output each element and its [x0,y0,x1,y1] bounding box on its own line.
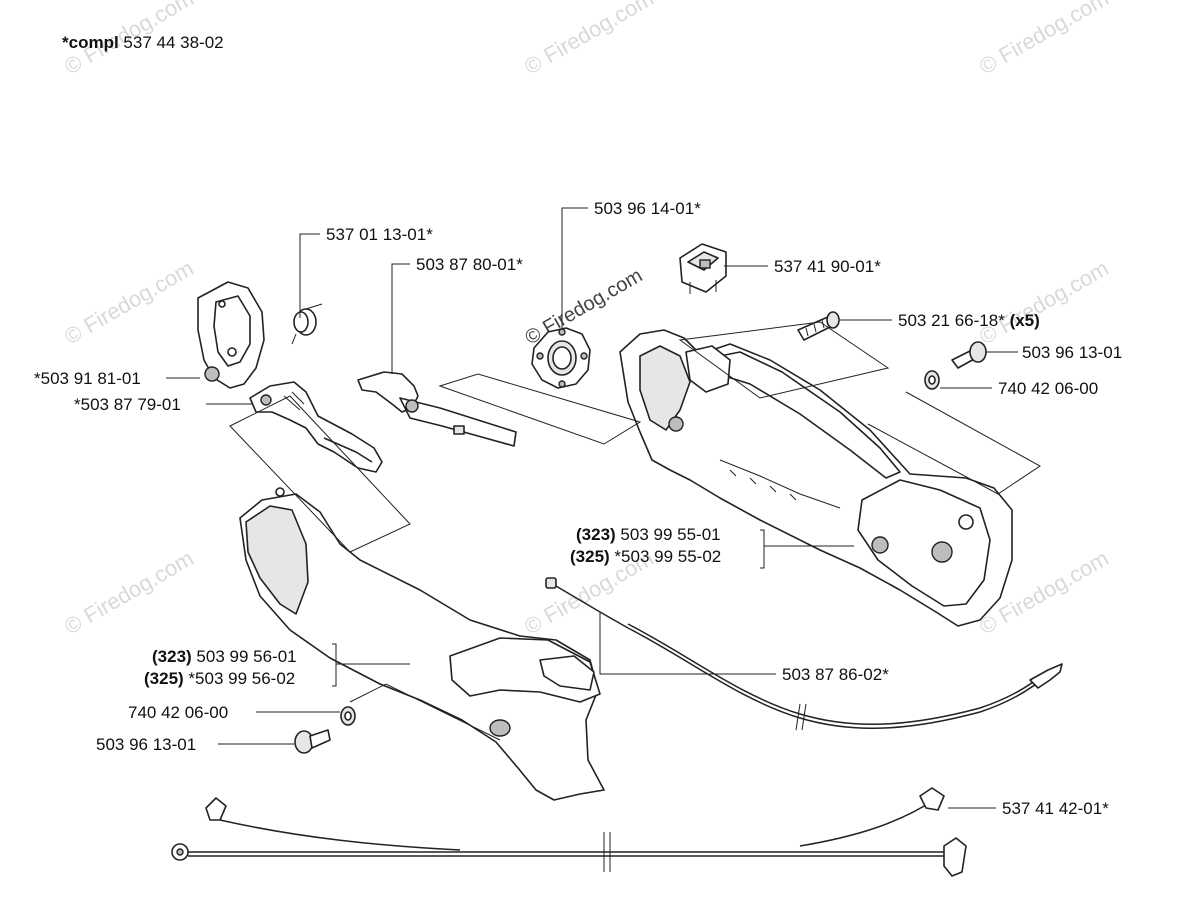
label-screw-left: 503 96 13-01 [96,735,196,754]
compl-prefix: *compl [62,33,119,52]
watermark-3: © Firedog.com [975,0,1113,79]
watermark-6: © Firedog.com [60,545,198,639]
housing-left-number-323: 503 99 56-01 [196,647,296,666]
housing-screw-number: 503 21 66-18* [898,311,1005,330]
label-screw-right: 503 96 13-01 [1022,343,1122,362]
label-clamp-bracket: *503 91 81-01 [34,369,141,388]
clamp-bracket [197,281,265,389]
label-housing-left-325: (325) *503 99 56-02 [144,669,295,688]
label-housing-right-323: (323) 503 99 55-01 [576,525,721,544]
ignition-wire [171,787,967,877]
label-housing-left-323: (323) 503 99 56-01 [152,647,297,666]
part-labels: 537 01 13-01* 503 87 80-01* 503 96 14-01… [34,199,1122,818]
assembly-outlines [229,321,1041,741]
label-housing-right-325: (325) *503 99 55-02 [570,547,721,566]
label-washer-right: 740 42 06-00 [998,379,1098,398]
label-ignition-wire: 537 41 42-01* [1002,799,1109,818]
housing-right-number-323: 503 99 55-01 [620,525,720,544]
label-washer-left: 740 42 06-00 [128,703,228,722]
label-stop-switch: 537 41 90-01* [774,257,881,276]
housing-screw-qty: (x5) [1010,311,1040,330]
compl-header: *compl 537 44 38-02 [62,33,224,52]
handle-housing-left [239,487,605,801]
screw-right [951,341,987,369]
stop-switch [679,243,727,294]
housing-right-number-325: *503 99 55-02 [614,547,721,566]
handle-housing-right [619,329,1013,627]
washer-right [924,370,940,390]
label-throttle-lock: 503 87 80-01* [416,255,523,274]
housing-left-number-325: *503 99 56-02 [188,669,295,688]
spring [291,303,323,345]
label-throttle-cable: 503 87 86-02* [782,665,889,684]
leader-lines [166,207,1018,809]
throttle-lever [249,381,383,473]
screw-left [294,729,331,754]
throttle-lock [357,371,517,447]
label-spring: 537 01 13-01* [326,225,433,244]
housing-right-variant-325: (325) [570,547,610,566]
label-throttle-lever: *503 87 79-01 [74,395,181,414]
housing-right-variant-323: (323) [576,525,616,544]
label-cable-ring: 503 96 14-01* [594,199,701,218]
compl-number: 537 44 38-02 [123,33,223,52]
housing-left-variant-325: (325) [144,669,184,688]
washer-left [340,706,356,726]
housing-screw [797,311,840,341]
housing-left-variant-323: (323) [152,647,192,666]
watermark-2: © Firedog.com [520,0,658,79]
label-housing-screw: 503 21 66-18* (x5) [898,311,1040,330]
watermark-4: © Firedog.com [60,255,198,349]
cable-ring [531,327,591,389]
watermark-5: © Firedog.com [975,255,1113,349]
